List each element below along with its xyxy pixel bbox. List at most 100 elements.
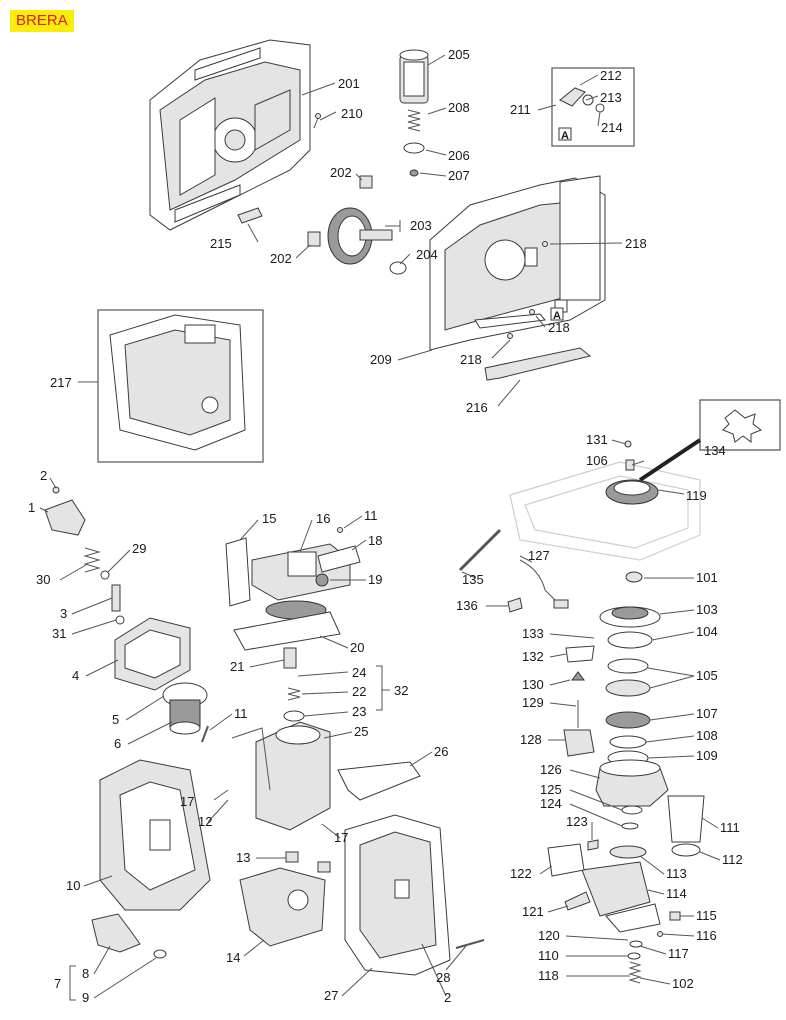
label-32: 32 — [394, 683, 408, 698]
box-letter: A — [553, 310, 561, 322]
label-23: 23 — [352, 704, 366, 719]
part-203-gear — [327, 207, 393, 265]
label-102: 102 — [672, 976, 694, 991]
label-10: 10 — [66, 878, 80, 893]
label-130: 130 — [522, 677, 544, 692]
label-5: 5 — [112, 712, 119, 727]
label-17-right: 17 — [334, 830, 348, 845]
label-212: 212 — [600, 68, 622, 83]
label-19: 19 — [368, 572, 382, 587]
label-11-left: 11 — [234, 706, 248, 721]
part-204-oring — [389, 261, 407, 275]
part-119-grinder-ring — [605, 479, 659, 505]
label-28: 28 — [436, 970, 450, 985]
label-2-top: 2 — [40, 468, 47, 483]
label-203: 203 — [410, 218, 432, 233]
label-13: 13 — [236, 850, 250, 865]
label-114: 114 — [666, 886, 687, 901]
label-126: 126 — [540, 762, 562, 777]
label-18: 18 — [368, 533, 382, 548]
label-218-low: 218 — [460, 352, 482, 367]
part-10-frame — [99, 759, 211, 911]
part-111-112-cup — [667, 795, 705, 857]
label-217: 217 — [50, 375, 72, 390]
part-25-body — [231, 721, 331, 831]
label-214: 214 — [601, 120, 623, 135]
leader-lines — [39, 54, 721, 1001]
part-103-104-burr — [599, 606, 661, 649]
label-215: 215 — [210, 236, 232, 251]
part-216-lever — [474, 313, 592, 381]
label-24: 24 — [352, 665, 366, 680]
label-207: 207 — [448, 168, 470, 183]
part-30-spring — [83, 547, 101, 573]
label-202-top: 202 — [330, 165, 352, 180]
label-20: 20 — [350, 640, 364, 655]
part-113-125-washers — [609, 805, 647, 859]
label-107: 107 — [696, 706, 718, 721]
part-number-labels: 201 205 210 208 212 213 211 214 A 206 20… — [28, 47, 743, 1005]
label-105: 105 — [696, 668, 718, 683]
label-111: 111 — [720, 820, 740, 835]
part-106-131-pins — [624, 440, 635, 471]
part-29-3-31-pin — [100, 570, 125, 625]
label-9: 9 — [82, 990, 89, 1005]
label-101: 101 — [696, 570, 718, 585]
label-129: 129 — [522, 695, 544, 710]
label-202-bottom: 202 — [270, 251, 292, 266]
label-112: 112 — [722, 852, 743, 867]
label-108: 108 — [696, 728, 718, 743]
part-126-housing — [595, 759, 669, 807]
part-101-nut — [625, 571, 643, 583]
label-106: 106 — [586, 453, 608, 468]
label-11-right: 11 — [364, 508, 378, 523]
label-204: 204 — [416, 247, 438, 262]
part-121-123-clips — [564, 839, 599, 911]
part-206-207-washers — [403, 142, 425, 177]
part-11-18-19-right — [315, 527, 361, 587]
label-134: 134 — [704, 443, 726, 458]
part-28-pin — [455, 939, 485, 949]
label-131: 131 — [586, 432, 608, 447]
label-124: 124 — [540, 796, 562, 811]
label-119: 119 — [686, 488, 707, 503]
label-117: 117 — [668, 946, 689, 961]
label-8: 8 — [82, 966, 89, 981]
part-208-spring — [407, 109, 421, 132]
part-14-bracket — [239, 867, 326, 947]
inset-134-box — [638, 399, 781, 482]
label-125: 125 — [540, 782, 562, 797]
part-215-block — [237, 207, 263, 224]
label-218-top: 218 — [625, 236, 647, 251]
part-128-130-gearbox — [563, 645, 595, 757]
label-205: 205 — [448, 47, 470, 62]
part-27-right-frame — [344, 814, 451, 976]
part-209-housing — [429, 175, 606, 351]
part-13-blocks — [285, 851, 331, 873]
brand-tag: BRERA — [10, 10, 74, 32]
label-201: 201 — [338, 76, 360, 91]
label-206: 206 — [448, 148, 470, 163]
label-109: 109 — [696, 748, 718, 763]
label-26: 26 — [434, 744, 448, 759]
label-132: 132 — [522, 649, 544, 664]
part-202-clips — [307, 175, 373, 247]
label-136: 136 — [456, 598, 478, 613]
part-8-9-nozzle — [91, 913, 167, 959]
label-211: 211 — [510, 102, 531, 117]
label-15: 15 — [262, 511, 276, 526]
label-121: 121 — [522, 904, 544, 919]
inset-217-box — [97, 309, 264, 463]
label-21: 21 — [230, 659, 244, 674]
label-31: 31 — [52, 626, 66, 641]
part-1-2-valve — [44, 486, 86, 536]
part-21-24-22-23-piston — [283, 647, 305, 722]
part-205-motor — [399, 49, 429, 104]
part-11-screw-left — [201, 725, 209, 743]
part-210-screw — [313, 113, 321, 129]
label-7: 7 — [54, 976, 61, 991]
label-133: 133 — [522, 626, 544, 641]
label-116: 116 — [696, 928, 717, 943]
part-115-117-small — [629, 911, 681, 948]
